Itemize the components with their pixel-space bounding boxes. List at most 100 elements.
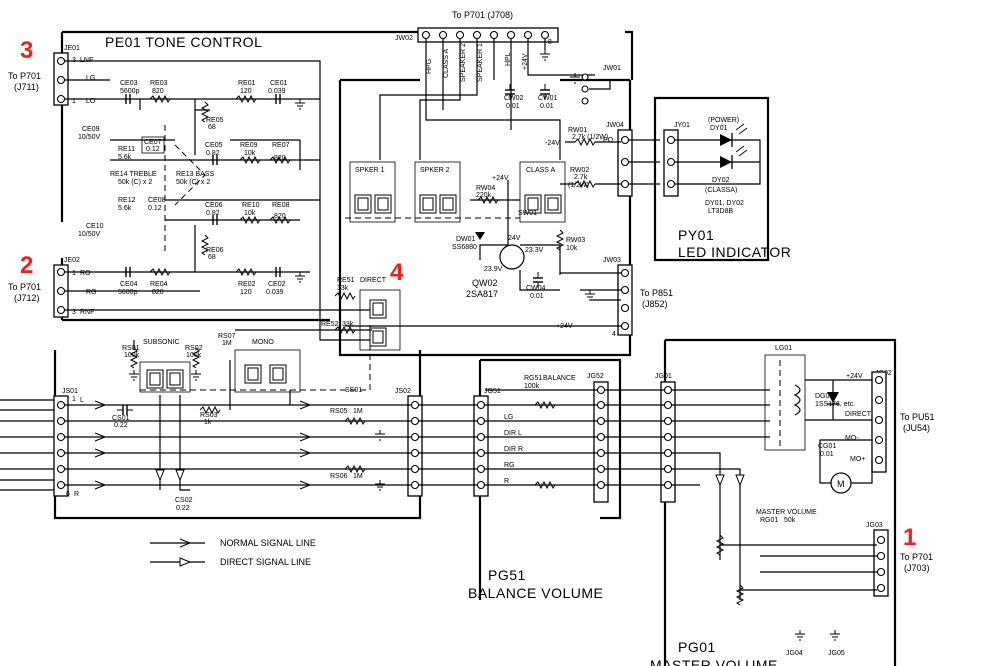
- rs05-ref: RS05: [330, 408, 348, 415]
- ce02-val: 0.039: [266, 289, 284, 296]
- class-a-switch[interactable]: [519, 161, 566, 223]
- mo-minus: MO-: [845, 435, 859, 442]
- pe01-title: PE01 TONE CONTROL: [105, 34, 262, 50]
- pg01-title: PG01: [678, 639, 716, 655]
- dy02-label: DY02: [712, 177, 730, 184]
- jw02-label: JW02: [395, 35, 413, 42]
- pg51-title: PG51: [488, 567, 526, 583]
- subsonic-label: SUBSONIC: [143, 339, 180, 346]
- jg03-label: JG03: [866, 522, 883, 529]
- ce10-val: 10/50V: [78, 231, 101, 238]
- rw01-ref: RW01: [568, 127, 587, 134]
- re13-ref: RE13 BASS: [176, 171, 214, 178]
- ce08-ref: CE08: [148, 197, 166, 204]
- marker-4: 4: [390, 259, 404, 286]
- rw03-ref: RW03: [566, 237, 585, 244]
- jw03-label: JW03: [603, 257, 621, 264]
- jw03-pin4: 4: [612, 331, 616, 338]
- dy02-led-icon: [720, 145, 748, 169]
- je01-lo: LO: [86, 98, 96, 105]
- ce01-val: 0.039: [268, 88, 286, 95]
- re03-ref: RE03: [150, 80, 168, 87]
- cs02-val: 0.22: [176, 505, 190, 512]
- re51-ref: RE51: [337, 277, 355, 284]
- je01-lg: LG: [86, 75, 95, 82]
- je01-pin1: 1: [72, 98, 76, 105]
- jy01-connector: [663, 129, 679, 197]
- re06-val: 68: [208, 254, 216, 261]
- marker-1: 1: [903, 524, 916, 551]
- re07-val: 820: [274, 155, 286, 162]
- po-label: PO: [603, 137, 614, 144]
- pg01-plus24: +24V: [846, 373, 863, 380]
- pg51-line-dirl: DIR L: [504, 430, 522, 437]
- jw02-pin8: 8: [548, 39, 552, 46]
- re05-ref: RE05: [206, 117, 224, 124]
- plus24-b: +24V: [556, 323, 573, 330]
- mono-switch[interactable]: [234, 349, 301, 393]
- v24-label: 24V: [508, 235, 521, 242]
- pin-label-speaker1: SPEAKER 1: [477, 43, 484, 82]
- rs07-ref: RS07: [218, 333, 236, 340]
- rs02-ref: RS02: [185, 345, 203, 352]
- spker1-switch[interactable]: [349, 161, 396, 223]
- jy01-label: JY01: [674, 122, 690, 129]
- rs07-val: 1M: [222, 340, 232, 347]
- js02-label: JS02: [395, 388, 411, 395]
- marker-2: 2: [20, 252, 33, 279]
- rw02-val: 2.7k: [574, 174, 588, 181]
- class-a-label: CLASS A: [526, 167, 556, 174]
- dy-type-label: LT3D8B: [708, 208, 733, 215]
- spker2-switch[interactable]: [414, 161, 461, 223]
- ce06-ref: CE06: [205, 202, 223, 209]
- pg51-line-dirr: DIR R: [504, 446, 523, 453]
- re52-ref: RE52: [321, 321, 339, 328]
- jg52-connector: [593, 381, 609, 503]
- jw01-label: JW01: [603, 65, 621, 72]
- re06-ref: RE06: [206, 247, 224, 254]
- ce09-ref: CE09: [82, 126, 100, 133]
- qw02-transistor: [499, 244, 525, 270]
- ce03-val: 5600p: [120, 88, 140, 95]
- j852: (J852): [642, 299, 668, 309]
- cg01-ref: CG01: [818, 443, 836, 450]
- cw02-val: 0.01: [506, 103, 520, 110]
- dy01-label: DY01: [710, 125, 728, 132]
- je02-ro: RO: [80, 270, 91, 277]
- ref-j703-jack: (J703): [904, 563, 930, 573]
- ce05-ref: CE05: [205, 142, 223, 149]
- cw02-ref: CW02: [504, 95, 524, 102]
- re51-val: 33k: [337, 285, 349, 292]
- ce01-ref: CE01: [270, 80, 288, 87]
- subsonic-switch[interactable]: [139, 361, 191, 393]
- js-block-outline: [53, 350, 422, 520]
- jg05-label: JG05: [828, 650, 845, 657]
- marker-3: 3: [20, 37, 33, 64]
- to-p851: To P851: [640, 288, 673, 298]
- re10-val: 10k: [244, 210, 256, 217]
- rw03-val: 10k: [566, 245, 578, 252]
- ce02-ref: CE02: [268, 281, 286, 288]
- jg02-connector: [871, 371, 887, 473]
- rw02-ref: RW02: [570, 167, 589, 174]
- direct-switch[interactable]: [359, 289, 401, 351]
- minus24-label: -24V: [545, 140, 560, 147]
- je02-rnf: RNF: [80, 309, 94, 316]
- rg01-ref: RG01: [760, 517, 778, 524]
- cw04-ref: CW04: [526, 285, 546, 292]
- js01-r: R: [74, 491, 79, 498]
- je02-pin3: 3: [72, 309, 76, 316]
- rs02-val: 100k: [186, 352, 202, 359]
- jg01-label: JG01: [655, 373, 672, 380]
- dw01-val: SS6880: [452, 244, 477, 251]
- v239-label: 23.9V: [484, 266, 503, 273]
- py01-block-outline: [653, 96, 770, 262]
- cw01-ref: CW01: [538, 95, 558, 102]
- ce07-val: 0.12: [146, 146, 160, 153]
- legend: NORMAL SIGNAL LINE DIRECT SIGNAL LINE: [150, 538, 316, 567]
- rs05-val: 1M: [353, 408, 363, 415]
- rg51-label: BALANCE: [543, 375, 576, 382]
- jg04-label: JG04: [786, 650, 803, 657]
- re07-ref: RE07: [272, 142, 290, 149]
